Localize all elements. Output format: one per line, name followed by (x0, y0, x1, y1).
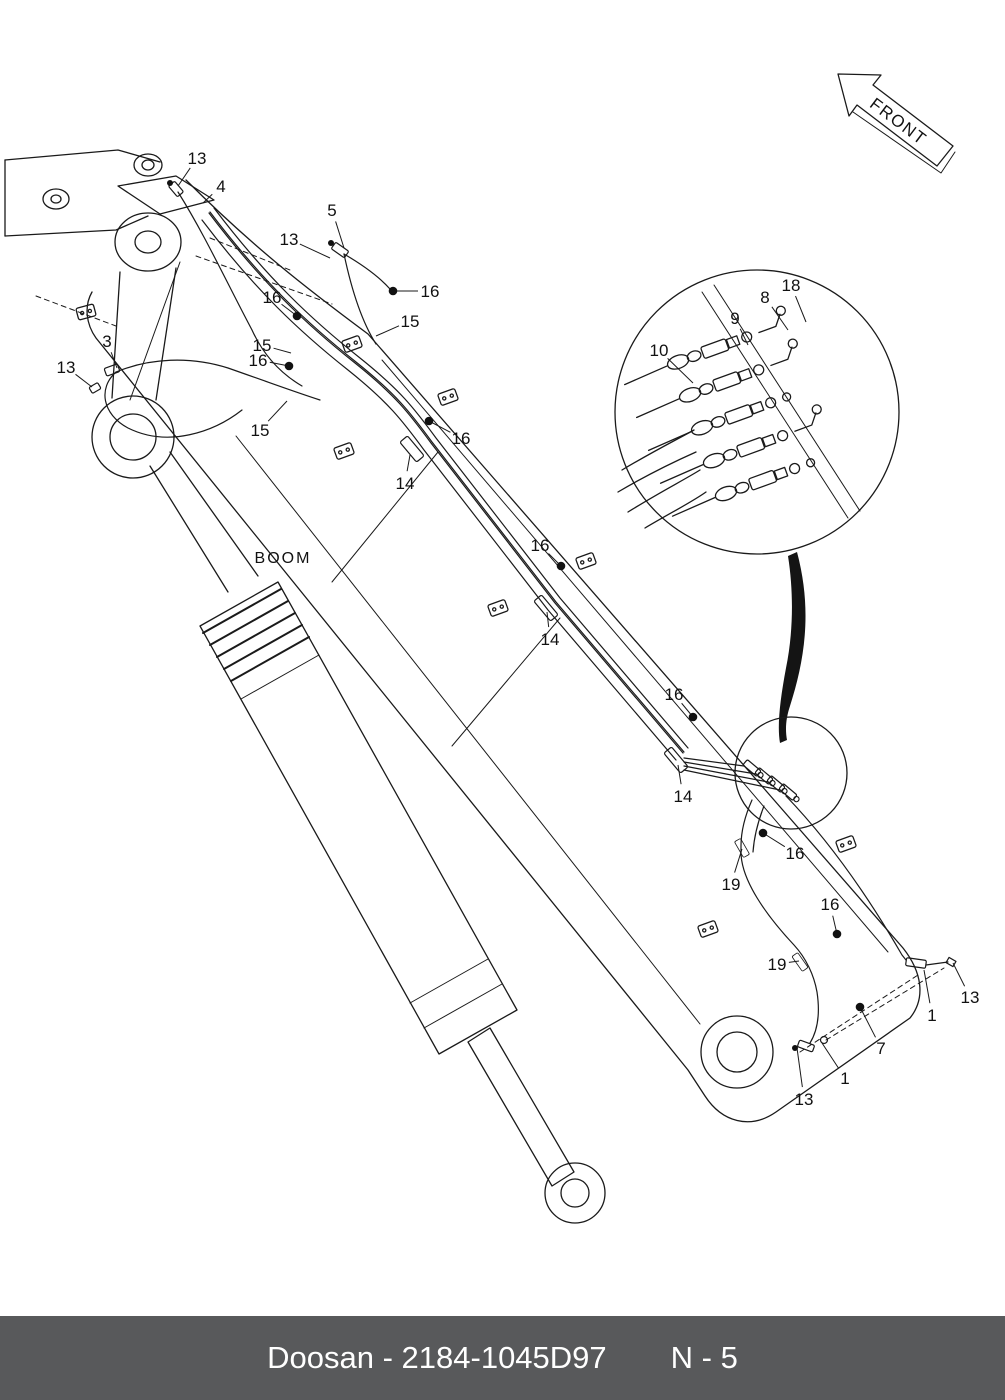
callout-label-13: 13 (188, 149, 207, 168)
callout-leader-line (952, 962, 966, 987)
callout-leader-line (273, 347, 292, 354)
clip-nut-dot (688, 712, 698, 722)
callout-leader-line (177, 167, 191, 187)
footer-page-ref: N - 5 (670, 1340, 738, 1375)
clip-nut-dot (855, 1002, 865, 1012)
callout-label-18: 18 (782, 276, 801, 295)
callout-label-9: 9 (730, 309, 739, 328)
callout-leader-line (734, 848, 743, 873)
callout-label-16: 16 (821, 895, 840, 914)
callout-label-10: 10 (650, 341, 669, 360)
callout-leader-line (375, 325, 400, 337)
boom-label: BOOM (255, 550, 312, 567)
callout-label-13: 13 (280, 230, 299, 249)
callout-label-16: 16 (786, 844, 805, 863)
callout-leader-line (795, 295, 807, 323)
hydraulic-piping (88, 180, 957, 1053)
callout-leader-line (821, 1042, 839, 1069)
callout-label-16: 16 (452, 429, 471, 448)
callout-leader-line (788, 960, 800, 963)
clip-nut-dot (758, 828, 768, 838)
clip-nut-dot (284, 361, 294, 371)
callout-leader-line (796, 1047, 803, 1088)
callout-label-19: 19 (722, 875, 741, 894)
callout-label-16: 16 (531, 536, 550, 555)
callout-leader-line (267, 400, 288, 422)
callout-leader-line (75, 373, 93, 388)
callout-label-14: 14 (541, 630, 560, 649)
callout-label-15: 15 (253, 336, 272, 355)
callout-leader-line (546, 611, 550, 628)
front-direction-arrow (837, 73, 956, 174)
callout-label-1: 1 (927, 1006, 936, 1025)
callout-label-13: 13 (961, 988, 980, 1007)
boom-cylinder (149, 451, 606, 1224)
callout-leader-line (739, 328, 749, 346)
callout-label-16: 16 (421, 282, 440, 301)
callout-leader-line (299, 243, 331, 259)
clip-nut-dot (832, 929, 842, 939)
clip-nut-dot (388, 286, 398, 296)
clip-nut-dot (292, 311, 302, 321)
clip-nut-dot (424, 416, 434, 426)
callout-leader-line (771, 306, 789, 331)
callout-label-15: 15 (401, 312, 420, 331)
boom-outline (75, 179, 921, 1123)
callout-label-16: 16 (249, 351, 268, 370)
clip-nut-dot (556, 561, 566, 571)
callout-label-3: 3 (102, 332, 111, 351)
callout-leader-line (202, 193, 213, 204)
detail-circle (614, 269, 900, 555)
callout-label-4: 4 (216, 177, 225, 196)
boom-piping-drawing: BOOM FRONT (4, 73, 957, 1224)
callout-label-19: 19 (768, 955, 787, 974)
footer-doc-number: Doosan - 2184-1045D97 (267, 1340, 607, 1375)
callout-label-15: 15 (251, 421, 270, 440)
callout-leader-line (335, 221, 345, 249)
callout-label-1: 1 (840, 1069, 849, 1088)
callout-label-13: 13 (57, 358, 76, 377)
callout-leader-line (923, 969, 931, 1004)
callout-label-8: 8 (760, 288, 769, 307)
callout-leader-line (406, 454, 411, 472)
callout-label-5: 5 (327, 201, 336, 220)
callout-leader-line (677, 764, 682, 785)
callout-label-13: 13 (795, 1090, 814, 1109)
callout-leader-line (667, 357, 694, 384)
callout-leader-line (110, 352, 118, 369)
callout-label-16: 16 (665, 685, 684, 704)
footer-bar: Doosan - 2184-1045D97 N - 5 (0, 1316, 1005, 1400)
callout-label-16: 16 (263, 288, 282, 307)
callout-label-14: 14 (396, 474, 415, 493)
callout-label-14: 14 (674, 787, 693, 806)
callout-leader-line (859, 1006, 876, 1038)
detail-pointer (734, 552, 848, 830)
callout-label-7: 7 (876, 1039, 885, 1058)
